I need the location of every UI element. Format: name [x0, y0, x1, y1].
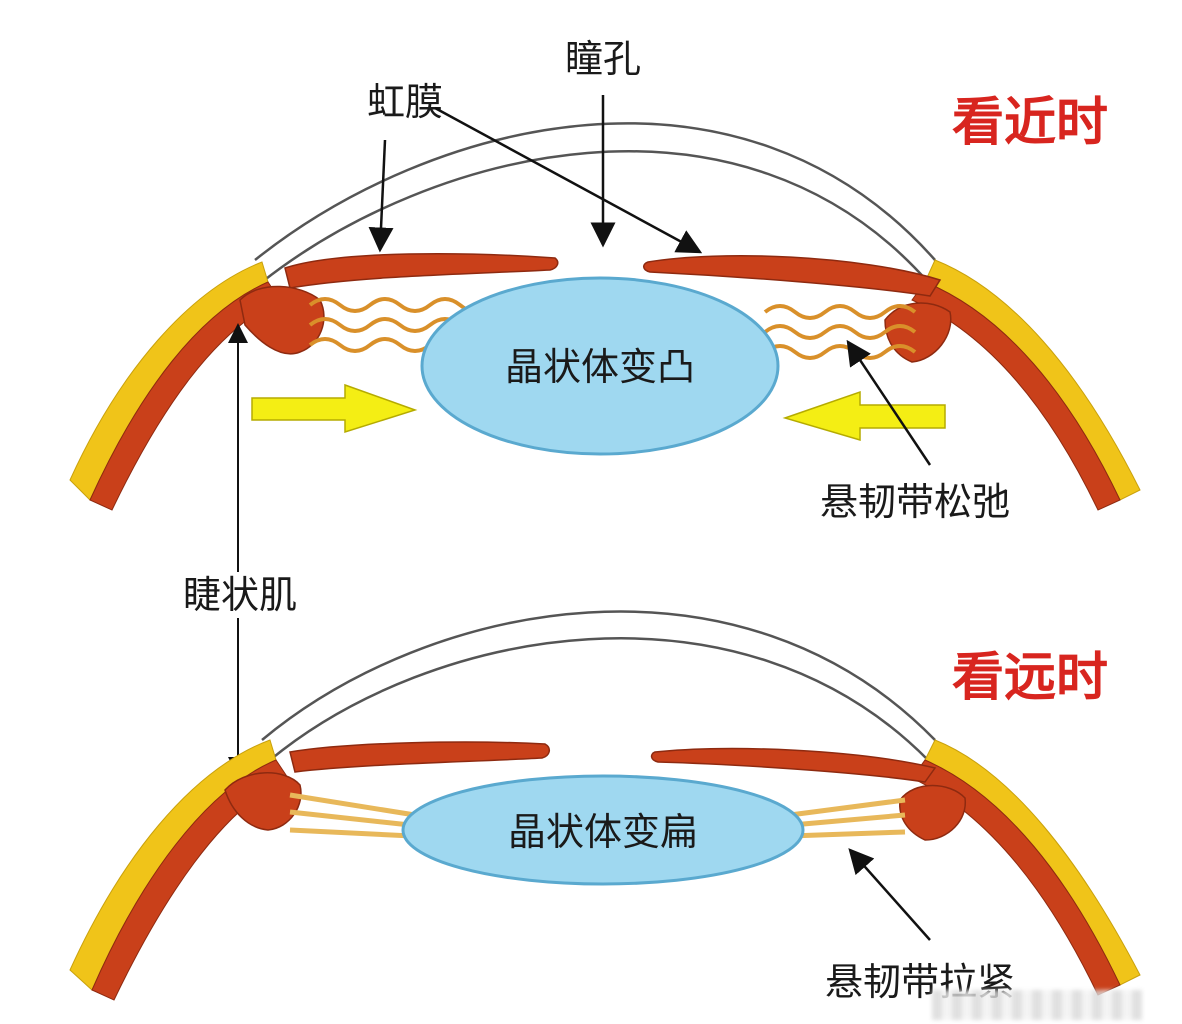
iris-right — [643, 255, 942, 297]
arrow-push-right — [782, 390, 946, 442]
cornea-inner — [261, 150, 929, 283]
ciliary-muscle-left — [239, 285, 325, 355]
zonule-relaxed-label: 悬韧带松弛 — [820, 480, 1010, 524]
zonules-taut — [289, 792, 906, 839]
cornea-outer — [254, 122, 936, 261]
watermark-blur — [932, 990, 1142, 1020]
zonule-taut-arrow — [848, 848, 931, 941]
iris-arrow-left — [368, 139, 394, 253]
lens-convex-label: 晶状体变凸 — [505, 345, 695, 389]
far-title: 看远时 — [952, 648, 1108, 708]
near-title: 看近时 — [952, 93, 1108, 153]
pupil-label: 瞳孔 — [565, 37, 641, 81]
lens-flat — [401, 774, 805, 886]
ciliary-muscle-left-far — [224, 772, 302, 831]
ciliary-muscle-right — [884, 302, 952, 363]
cornea-outer-far — [261, 610, 936, 741]
lens-flat-label: 晶状体变扁 — [508, 810, 698, 854]
far-vision-panel: 晶状体变扁 看远时 悬韧带拉紧 — [69, 610, 1141, 1004]
iris-arrow-right — [434, 106, 703, 254]
iris-label: 虹膜 — [367, 80, 443, 124]
ciliary-muscle-label: 睫状肌 — [183, 573, 297, 617]
zonule-relaxed-arrow — [846, 339, 932, 466]
near-vision-panel: 晶状体变凸 看近时 虹膜 瞳孔 悬韧带松弛 — [69, 37, 1141, 524]
ciliary-muscle-label-bg — [168, 572, 312, 618]
lens-convex — [420, 276, 780, 456]
arrow-push-left — [251, 383, 418, 434]
iris-left-far — [289, 741, 550, 773]
choroid-right — [911, 281, 1121, 511]
iris-left — [284, 252, 559, 289]
ciliary-muscle-right-far — [899, 784, 966, 841]
iris-right-far — [650, 747, 937, 783]
cornea-inner-far — [269, 637, 929, 761]
